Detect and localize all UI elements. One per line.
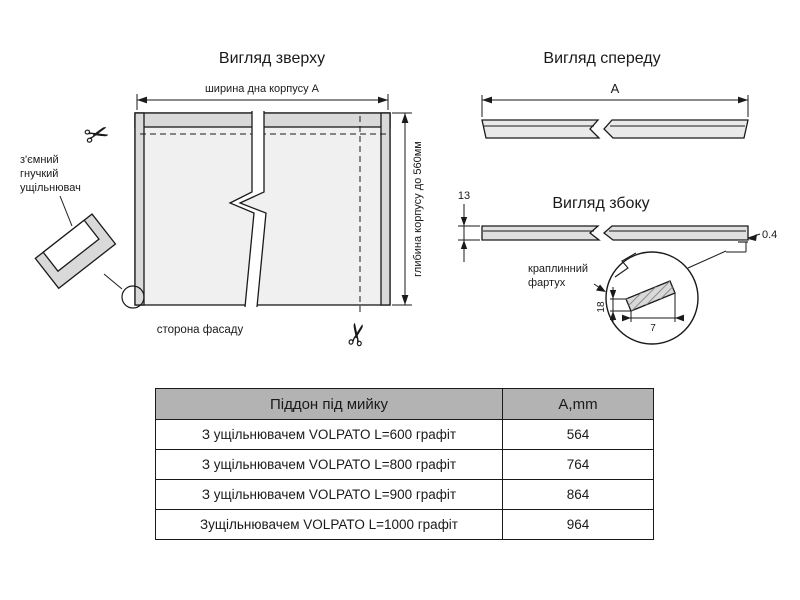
- seal-label-line1: з'ємний: [20, 154, 59, 166]
- facade-label: сторона фасаду: [157, 324, 244, 336]
- top-view-drawing: [134, 111, 391, 312]
- corner-callout-circle: [121, 285, 145, 309]
- title-side-view: Вигляд збоку: [552, 195, 649, 212]
- row-product-name: З ущільнювачем VOLPATO L=900 графіт: [155, 479, 503, 510]
- side-height-dimension: [458, 204, 480, 262]
- front-view-drawing: [481, 119, 749, 139]
- row-a-value: 964: [502, 509, 654, 540]
- table-header-amm: A,mm: [502, 388, 654, 420]
- table-row: З ущільнювачем VOLPATO L=600 графіт 564: [155, 419, 654, 450]
- width-dimension-label: ширина дна корпусу А: [205, 83, 320, 95]
- apron-label-line1: краплинний: [528, 263, 588, 275]
- table-row: З ущільнювачем VOLPATO L=900 графіт 864: [155, 479, 654, 510]
- table-header-row: Піддон під мийку A,mm: [155, 388, 654, 420]
- row-product-name: Зущільнювачем VOLPATO L=1000 графіт: [155, 509, 503, 540]
- table-row: Зущільнювачем VOLPATO L=1000 графіт 964: [155, 509, 654, 540]
- row-a-value: 864: [502, 479, 654, 510]
- section-break-zigzag: [614, 252, 637, 278]
- front-view-dim-a: A: [611, 81, 620, 96]
- section-width-label: 7: [650, 323, 656, 334]
- break-gap: [230, 111, 266, 307]
- side-height-label: 13: [458, 190, 470, 202]
- depth-dimension-label: глибина корпусу до 560мм: [412, 141, 424, 277]
- size-table: Піддон під мийку A,mm З ущільнювачем VOL…: [155, 388, 654, 540]
- side-view-drawing: [481, 225, 749, 243]
- apron-label-line2: фартух: [528, 277, 566, 289]
- row-a-value: 764: [502, 449, 654, 480]
- seal-profile-detail: [34, 195, 145, 309]
- depth-dimension: [392, 112, 412, 306]
- drip-dimension: [687, 233, 761, 269]
- row-product-name: З ущільнювачем VOLPATO L=600 графіт: [155, 419, 503, 450]
- seal-label-line2: гнучкий: [20, 168, 58, 180]
- section-detail-circle: [605, 251, 699, 345]
- seal-label-line3: ущільнювач: [20, 182, 81, 194]
- row-product-name: З ущільнювачем VOLPATO L=800 графіт: [155, 449, 503, 480]
- front-view-dimension: [481, 95, 749, 117]
- apron-leader-arrow: [593, 283, 606, 292]
- title-top-view: Вигляд зверху: [219, 50, 325, 67]
- table-header-name: Піддон під мийку: [155, 388, 503, 420]
- drip-edge: [738, 240, 748, 243]
- row-a-value: 564: [502, 419, 654, 450]
- break-edge-left: [228, 111, 255, 308]
- section-height-label: 18: [596, 301, 607, 313]
- title-front-view: Вигляд спереду: [543, 50, 660, 67]
- scissors-top-icon: ✂: [81, 116, 114, 154]
- break-edge-right: [238, 111, 267, 308]
- drip-dimension-label: 0.4: [762, 229, 777, 241]
- width-dimension: [136, 94, 389, 110]
- table-row: З ущільнювачем VOLPATO L=800 графіт 764: [155, 449, 654, 480]
- scissors-bottom-icon: ✂: [340, 319, 377, 349]
